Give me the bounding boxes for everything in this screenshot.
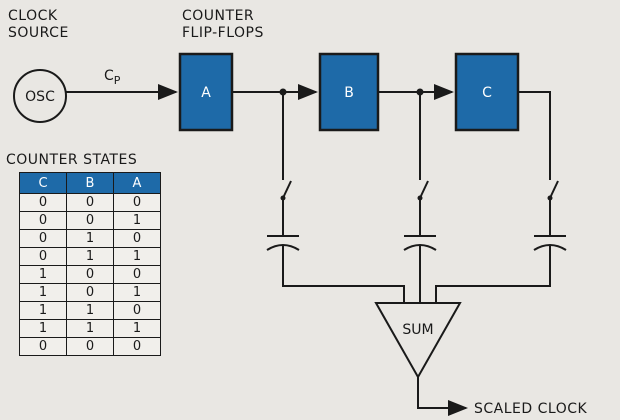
capacitor-b-bottom bbox=[403, 244, 437, 251]
flipflop-a-block bbox=[178, 52, 234, 132]
table-cell: 0 bbox=[66, 283, 114, 302]
table-cell: 0 bbox=[113, 265, 161, 284]
table-cell: 1 bbox=[113, 283, 161, 302]
table-cell: 1 bbox=[19, 319, 67, 338]
table-cell: 0 bbox=[113, 193, 161, 212]
table-cell: 0 bbox=[19, 247, 67, 266]
table-header-b: B bbox=[66, 172, 114, 194]
counter-states-title: COUNTER STATES bbox=[6, 152, 138, 168]
scaled-clock-label: SCALED CLOCK bbox=[474, 401, 587, 417]
oscillator-circle bbox=[13, 69, 67, 123]
table-cell: 1 bbox=[19, 265, 67, 284]
table-header-c: C bbox=[19, 172, 67, 194]
table-cell: 0 bbox=[19, 337, 67, 356]
cp-label: CP bbox=[104, 68, 121, 87]
wire-sum-output bbox=[417, 377, 468, 416]
flipflop-a-label: A bbox=[201, 85, 211, 101]
table-cell: 0 bbox=[66, 337, 114, 356]
switch-a bbox=[282, 180, 292, 199]
table-header-row: C B A bbox=[19, 172, 161, 194]
wire-cap-a-to-sum bbox=[282, 246, 405, 302]
table-cell: 0 bbox=[19, 211, 67, 230]
sum-label: SUM bbox=[402, 322, 433, 338]
table-cell: 1 bbox=[66, 229, 114, 248]
table-cell: 1 bbox=[19, 283, 67, 302]
wire-c-output bbox=[518, 91, 551, 180]
wire-cap-c-to-sum bbox=[435, 246, 551, 302]
table-cell: 1 bbox=[113, 211, 161, 230]
junction-dot-a bbox=[279, 88, 287, 96]
table-cell: 0 bbox=[19, 229, 67, 248]
table-cell: 0 bbox=[113, 301, 161, 320]
table-cell: 0 bbox=[66, 211, 114, 230]
flipflop-c-block bbox=[454, 52, 520, 132]
table-cell: 0 bbox=[113, 229, 161, 248]
table-cell: 1 bbox=[113, 247, 161, 266]
switch-b bbox=[419, 180, 429, 199]
flipflop-b-block bbox=[318, 52, 380, 132]
table-cell: 1 bbox=[66, 247, 114, 266]
cp-main: C bbox=[104, 68, 114, 84]
cp-sub: P bbox=[114, 74, 121, 87]
table-cell: 0 bbox=[66, 193, 114, 212]
sum-amplifier bbox=[374, 302, 462, 380]
table-cell: 1 bbox=[66, 319, 114, 338]
table-cell: 1 bbox=[66, 301, 114, 320]
clock-source-label: CLOCK SOURCE bbox=[8, 8, 69, 41]
junction-dot-b bbox=[416, 88, 424, 96]
table-cell: 1 bbox=[19, 301, 67, 320]
flipflop-c-label: C bbox=[482, 85, 492, 101]
table-cell: 0 bbox=[113, 337, 161, 356]
osc-label: OSC bbox=[25, 89, 55, 105]
table-cell: 0 bbox=[19, 193, 67, 212]
capacitor-c-bottom bbox=[533, 244, 567, 251]
table-cell: 0 bbox=[66, 265, 114, 284]
table-header-a: A bbox=[113, 172, 161, 194]
counter-flipflops-label: COUNTER FLIP-FLOPS bbox=[182, 8, 264, 41]
capacitor-a-bottom bbox=[266, 244, 300, 251]
table-cell: 1 bbox=[113, 319, 161, 338]
flipflop-b-label: B bbox=[344, 85, 354, 101]
switch-c bbox=[549, 180, 559, 199]
